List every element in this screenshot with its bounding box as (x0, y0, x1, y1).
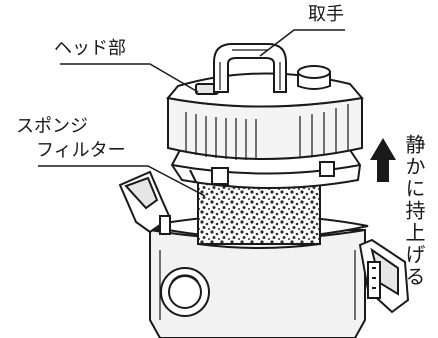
handle-label: 取手 (308, 4, 344, 25)
up-arrow-icon (370, 138, 396, 182)
head-label: ヘッド部 (54, 38, 126, 59)
filter-label-line2: フィルター (36, 140, 126, 161)
leader-lines (38, 29, 345, 197)
head-body (166, 72, 364, 160)
handle (213, 43, 287, 93)
lift-instruction-label: 静かに持上げる (402, 134, 426, 288)
leader-filter (38, 165, 206, 197)
leader-head (60, 63, 199, 93)
right-latch (358, 238, 410, 314)
leader-handle (259, 29, 345, 57)
head-cap (297, 65, 331, 90)
sponge-filter (197, 179, 321, 249)
head-ring (170, 149, 362, 189)
filter-label-line1: スポンジ (16, 116, 88, 137)
left-latch (118, 170, 172, 235)
